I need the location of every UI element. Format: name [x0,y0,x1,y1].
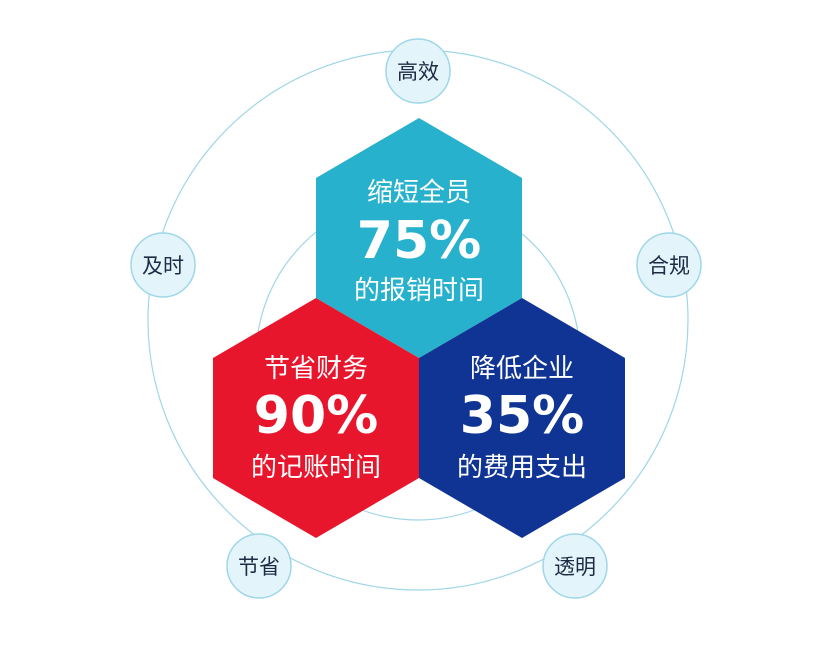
node-transparent-label: 透明 [554,555,596,579]
hexagon-top: 缩短全员 75% 的报销时间 [316,118,522,358]
hexagon-top-shape [316,118,522,358]
node-compliant-label: 合规 [648,254,690,278]
hexagon-top-value: 75% [357,211,481,271]
node-efficient-label: 高效 [397,60,439,84]
hexagon-top-subtitle: 的报销时间 [354,276,484,306]
hexagon-left-shape [213,298,419,538]
hexagon-left-subtitle: 的记账时间 [251,453,381,483]
node-saving-label: 节省 [238,555,280,579]
node-timely-circle [130,232,196,298]
hexagon-top-title: 缩短全员 [367,178,471,208]
node-transparent-circle [542,533,608,599]
node-efficient: 高效 [385,38,451,104]
hexagon-right-shape [419,298,625,538]
node-compliant-circle [636,232,702,298]
node-timely: 及时 [130,232,196,298]
hexagon-left-value: 90% [254,386,378,446]
hexagon-left-title: 节省财务 [264,354,368,384]
node-saving: 节省 [226,533,292,599]
node-timely-label: 及时 [142,254,184,278]
hexagon-right-title: 降低企业 [470,354,574,384]
hexagon-right-subtitle: 的费用支出 [457,453,587,483]
hexagon-right-value: 35% [460,386,584,446]
hexagon-left: 节省财务 90% 的记账时间 [213,298,419,538]
node-transparent: 透明 [542,533,608,599]
node-efficient-circle [385,38,451,104]
node-saving-circle [226,533,292,599]
hexagon-right: 降低企业 35% 的费用支出 [419,298,625,538]
node-compliant: 合规 [636,232,702,298]
